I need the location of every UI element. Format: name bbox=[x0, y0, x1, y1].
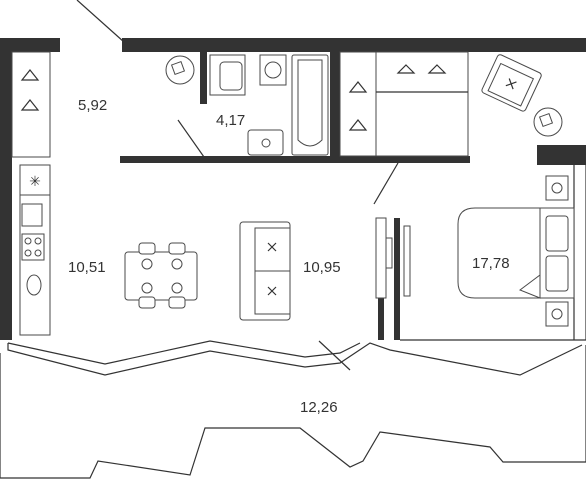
hallway-wardrobe bbox=[11, 51, 51, 158]
fridge-icon: ✳ bbox=[29, 174, 41, 190]
armchair bbox=[481, 54, 542, 112]
room-area-kitchen: 10,51 bbox=[68, 259, 106, 276]
sliding-door bbox=[375, 217, 411, 299]
door-swings bbox=[76, 0, 399, 371]
balcony-outline bbox=[0, 340, 586, 479]
room-area-living: 10,95 bbox=[303, 259, 341, 276]
kitchen-counter: ✳ bbox=[19, 164, 51, 336]
decor-items bbox=[165, 55, 563, 137]
bed bbox=[457, 175, 575, 327]
bedroom-wardrobe bbox=[339, 51, 469, 157]
room-area-balcony: 12,26 bbox=[300, 399, 338, 416]
walls bbox=[0, 38, 586, 340]
bathroom-fixtures bbox=[209, 54, 329, 156]
sofa bbox=[239, 221, 291, 321]
room-area-bedroom: 17,78 bbox=[472, 255, 510, 272]
room-area-hallway: 5,92 bbox=[78, 97, 107, 114]
room-area-bathroom: 4,17 bbox=[216, 112, 245, 129]
dining-table bbox=[124, 242, 198, 309]
